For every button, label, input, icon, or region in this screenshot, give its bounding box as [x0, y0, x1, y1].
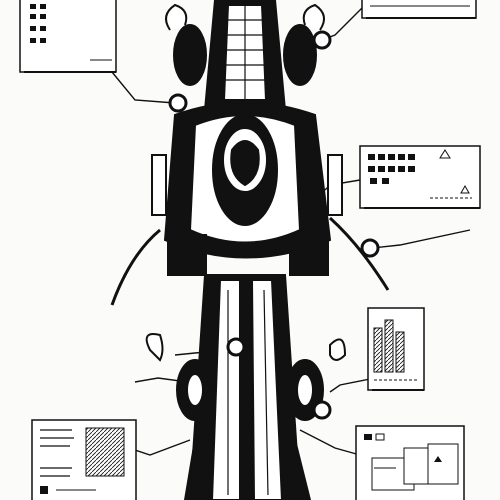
spaceship-body — [110, 0, 390, 500]
panel-bottom-left — [31, 419, 137, 500]
panel-top-right — [361, 0, 477, 19]
panel-right-bars — [367, 307, 425, 391]
panel-mid-right — [359, 145, 481, 209]
panel-top-left — [19, 0, 117, 73]
panel-bottom-right — [355, 425, 465, 500]
connector-nodes — [168, 30, 380, 420]
